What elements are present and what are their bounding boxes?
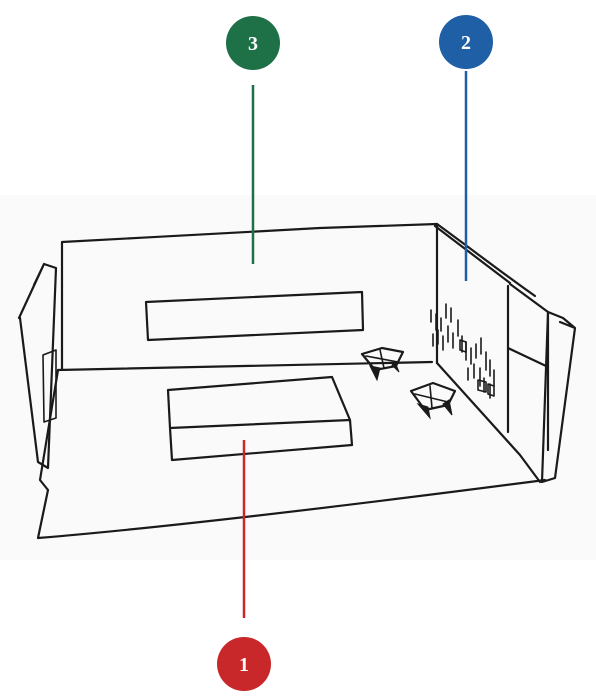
marker-2: 2	[439, 15, 493, 69]
marker-1: 1	[217, 637, 271, 691]
marker-3: 3	[226, 16, 280, 70]
marker-3-label: 3	[248, 33, 258, 55]
sketch-background	[0, 195, 596, 560]
marker-2-label: 2	[461, 32, 471, 54]
marker-1-label: 1	[239, 654, 249, 676]
